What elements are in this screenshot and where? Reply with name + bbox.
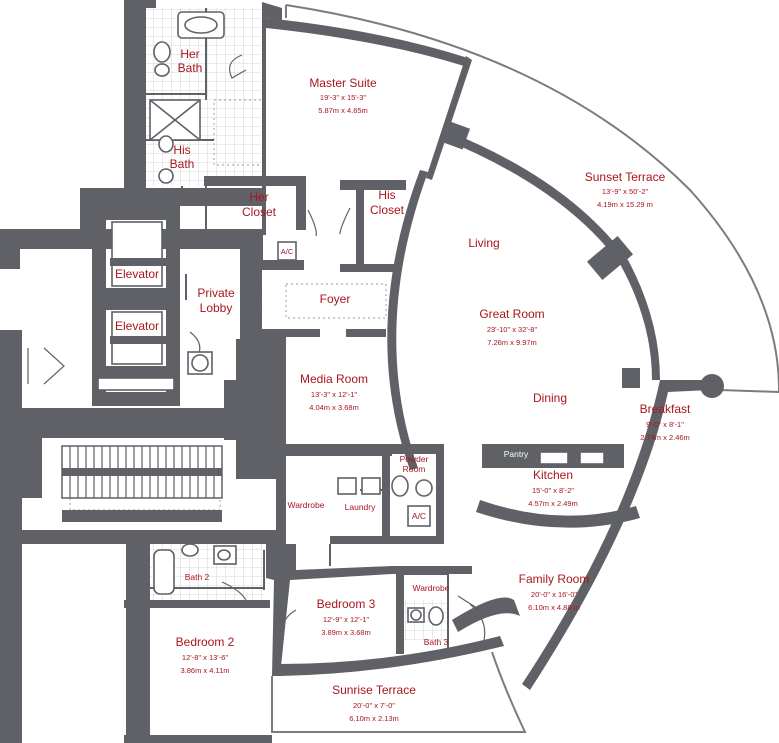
bedroom-2-dim-imperial: 12'-8" x 13'-6" — [182, 653, 228, 662]
his-closet-label-2: Closet — [370, 203, 405, 217]
elevator-2-label: Elevator — [115, 319, 159, 333]
sunrise-terrace-outline — [271, 651, 527, 733]
laundry-label: Laundry — [345, 502, 376, 512]
sunrise-terrace-dim-metric: 6.10m x 2.13m — [349, 714, 399, 723]
walls — [0, 0, 724, 743]
stairs — [61, 445, 223, 522]
sunset-terrace-dim-imperial: 13'-9" x 50'-2" — [602, 187, 648, 196]
living-label: Living — [468, 236, 499, 250]
bath-3-label: Bath 3 — [424, 637, 449, 647]
her-closet-label-2: Closet — [242, 205, 277, 219]
family-room-label: Family Room — [519, 572, 590, 586]
his-closet-label-1: His — [378, 188, 395, 202]
ac-lower-label: A/C — [412, 511, 426, 521]
her-bath-label-2: Bath — [178, 61, 203, 75]
great-room-dim-imperial: 23'-10" x 32'-8" — [487, 325, 538, 334]
private-lobby-label-1: Private — [197, 286, 235, 300]
powder-room-label-2: Room — [403, 464, 426, 474]
master-suite-dim-metric: 5.87m x 4.65m — [318, 106, 368, 115]
his-bath-label-2: Bath — [170, 157, 195, 171]
foyer-outline — [285, 283, 387, 319]
bedroom-2-dim-metric: 3.86m x 4.11m — [180, 666, 229, 675]
kitchen-dim-metric: 4.57m x 2.49m — [528, 499, 578, 508]
great-room-label: Great Room — [479, 307, 544, 321]
powder-room-label-1: Powder — [400, 454, 429, 464]
private-lobby-label-2: Lobby — [200, 301, 233, 315]
sunset-terrace-outline — [285, 4, 779, 394]
sunset-terrace-dim-metric: 4.19m x 15.29 m — [597, 200, 653, 209]
bedroom-3-dim-imperial: 12'-9" x 12'-1" — [323, 615, 369, 624]
family-room-dim-imperial: 20'-0" x 16'-0" — [531, 590, 577, 599]
bath-2-label: Bath 2 — [185, 572, 210, 582]
dining-label: Dining — [533, 391, 567, 405]
media-room-dim-imperial: 13'-3" x 12'-1" — [311, 390, 357, 399]
sunrise-terrace-label: Sunrise Terrace — [332, 683, 416, 697]
bedroom-3-label: Bedroom 3 — [317, 597, 376, 611]
sunset-terrace-label: Sunset Terrace — [585, 170, 666, 184]
elevator-cars — [97, 221, 175, 391]
pantry-label: Pantry — [504, 449, 529, 459]
his-bath-label-1: His — [173, 143, 190, 157]
wardrobe-1-label: Wardrobe — [287, 500, 324, 510]
master-suite-label: Master Suite — [309, 76, 377, 90]
great-room-dim-metric: 7.26m x 9.97m — [487, 338, 537, 347]
breakfast-dim-imperial: 9'-0" x 8'-1" — [646, 420, 684, 429]
her-bath-label-1: Her — [180, 47, 199, 61]
ac-unit-upper — [277, 241, 297, 261]
kitchen-label: Kitchen — [533, 468, 573, 482]
breakfast-label: Breakfast — [640, 402, 691, 416]
kitchen-dim-imperial: 15'-0" x 8'-2" — [532, 486, 574, 495]
ac-upper-label: A/C — [281, 247, 294, 256]
elevator-1-label: Elevator — [115, 267, 159, 281]
wardrobe-2-label: Wardrobe — [412, 583, 449, 593]
bedroom-3-dim-metric: 3.89m x 3.68m — [321, 628, 371, 637]
media-room-dim-metric: 4.04m x 3.68m — [309, 403, 359, 412]
ac-unit-lower — [407, 505, 431, 527]
her-closet-label-1: Her — [249, 190, 268, 204]
sunrise-terrace-dim-imperial: 20'-0" x 7'-0" — [353, 701, 395, 710]
vanity-outline — [213, 99, 265, 166]
bedroom-2-label: Bedroom 2 — [176, 635, 235, 649]
room-labels: Her Bath Master Suite 19'-3" x 15'-3" 5.… — [115, 47, 691, 723]
media-room-label: Media Room — [300, 372, 368, 386]
foyer-label: Foyer — [320, 292, 351, 306]
fixtures — [149, 11, 605, 626]
master-suite-dim-imperial: 19'-3" x 15'-3" — [320, 93, 366, 102]
family-room-dim-metric: 6.10m x 4.88 m — [528, 603, 580, 612]
breakfast-dim-metric: 2.74m x 2.46m — [640, 433, 690, 442]
